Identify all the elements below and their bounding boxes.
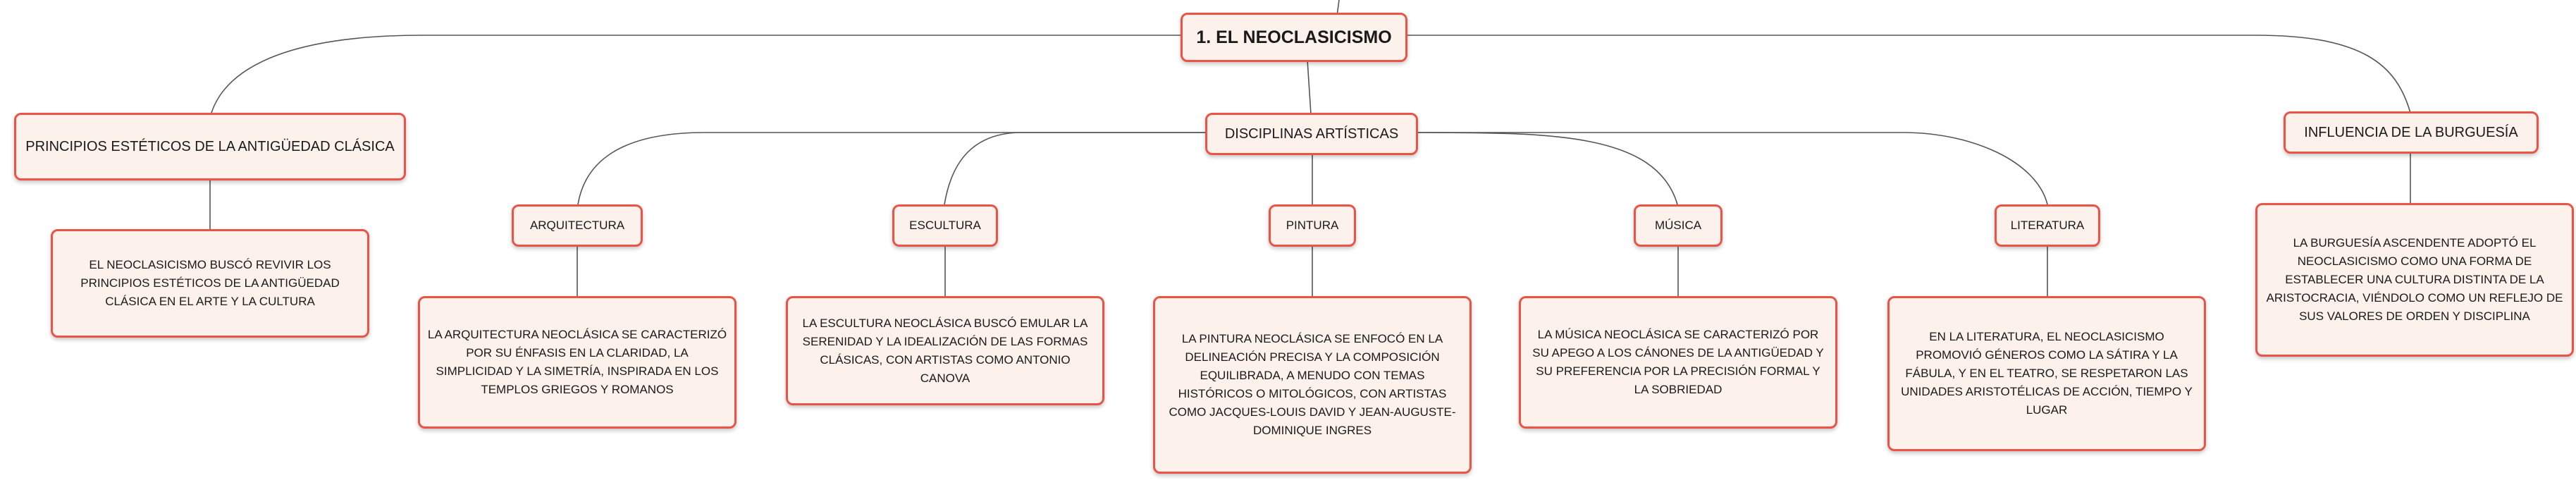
escultura-title: ESCULTURA <box>909 219 981 232</box>
musica-node[interactable]: MÚSICA <box>1634 204 1723 247</box>
escultura-text-node[interactable]: LA ESCULTURA NEOCLÁSICA BUSCÓ EMULAR LA … <box>786 296 1104 405</box>
arquitectura-text: LA ARQUITECTURA NEOCLÁSICA SE CARACTERIZ… <box>427 328 727 396</box>
root-title: 1. EL NEOCLASICISMO <box>1196 27 1392 47</box>
connector-root-disciplinas <box>1307 59 1312 115</box>
root-node[interactable]: 1. EL NEOCLASICISMO <box>1181 13 1407 62</box>
burguesia-text: LA BURGUESÍA ASCENDENTE ADOPTÓ EL NEOCLA… <box>2266 236 2563 323</box>
pintura-title: PINTURA <box>1286 219 1339 232</box>
principios-text-node[interactable]: EL NEOCLASICISMO BUSCÓ REVIVIR LOS PRINC… <box>51 229 369 338</box>
arquitectura-title: ARQUITECTURA <box>529 219 625 232</box>
connector-root-burguesia <box>1407 35 2411 113</box>
principios-text: EL NEOCLASICISMO BUSCÓ REVIVIR LOS PRINC… <box>80 258 340 308</box>
arquitectura-text-node[interactable]: LA ARQUITECTURA NEOCLÁSICA SE CARACTERIZ… <box>418 296 737 429</box>
disciplinas-title: DISCIPLINAS ARTÍSTICAS <box>1224 125 1399 142</box>
escultura-text: LA ESCULTURA NEOCLÁSICA BUSCÓ EMULAR LA … <box>802 316 1088 385</box>
principios-node[interactable]: PRINCIPIOS ESTÉTICOS DE LA ANTIGÜEDAD CL… <box>14 113 406 180</box>
literatura-title: LITERATURA <box>2010 219 2085 232</box>
literatura-text: EN LA LITERATURA, EL NEOCLASICISMO PROMO… <box>1901 330 2193 417</box>
arquitectura-node[interactable]: ARQUITECTURA <box>512 204 643 247</box>
literatura-node[interactable]: LITERATURA <box>1995 204 2100 247</box>
pintura-text-node[interactable]: LA PINTURA NEOCLÁSICA SE ENFOCÓ EN LA DE… <box>1153 296 1472 474</box>
pintura-text: LA PINTURA NEOCLÁSICA SE ENFOCÓ EN LA DE… <box>1169 332 1456 437</box>
escultura-node[interactable]: ESCULTURA <box>892 204 998 247</box>
musica-text: LA MÚSICA NEOCLÁSICA SE CARACTERIZÓ POR … <box>1532 328 1824 396</box>
connector-disciplinas-arquitectura <box>577 132 1205 205</box>
burguesia-node[interactable]: INFLUENCIA DE LA BURGUESÍA <box>2284 111 2539 154</box>
connector-disciplinas-escultura <box>944 132 1205 205</box>
connector-root-principios <box>211 35 1184 113</box>
burguesia-text-node[interactable]: LA BURGUESÍA ASCENDENTE ADOPTÓ EL NEOCLA… <box>2255 203 2574 357</box>
burguesia-title: INFLUENCIA DE LA BURGUESÍA <box>2304 124 2518 140</box>
disciplinas-node[interactable]: DISCIPLINAS ARTÍSTICAS <box>1205 113 1418 155</box>
musica-title: MÚSICA <box>1654 219 1702 232</box>
connector-disciplinas-musica <box>1417 132 1678 205</box>
principios-title: PRINCIPIOS ESTÉTICOS DE LA ANTIGÜEDAD CL… <box>25 138 395 154</box>
pintura-node[interactable]: PINTURA <box>1269 204 1356 247</box>
literatura-text-node[interactable]: EN LA LITERATURA, EL NEOCLASICISMO PROMO… <box>1887 296 2206 451</box>
connector-disciplinas-literatura <box>1418 132 2048 205</box>
musica-text-node[interactable]: LA MÚSICA NEOCLÁSICA SE CARACTERIZÓ POR … <box>1519 296 1837 429</box>
